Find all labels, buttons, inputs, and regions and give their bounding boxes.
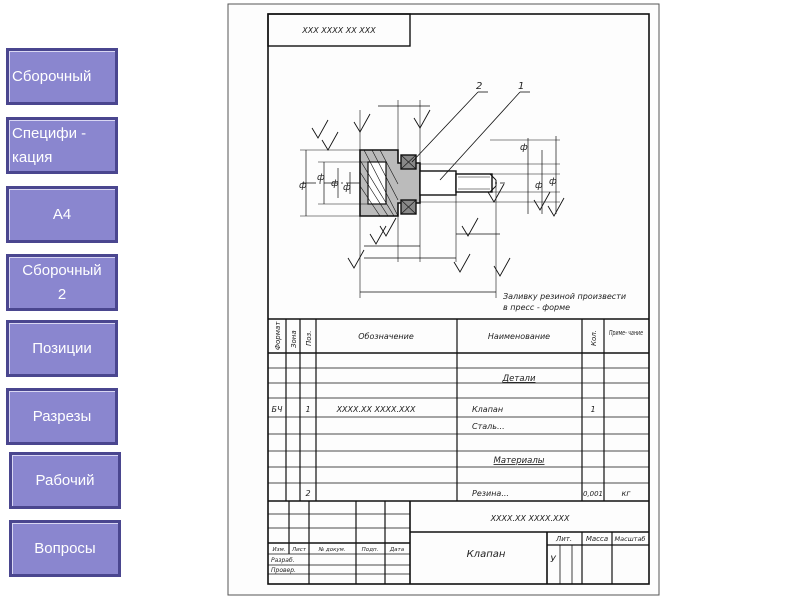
dim-label: ф — [535, 181, 543, 191]
nav-button-label: Сборочный 2 — [22, 262, 102, 303]
stamp-box — [267, 13, 411, 47]
spec-header-designation: Обозначение — [358, 332, 414, 341]
spec-section-details: Детали — [502, 374, 536, 384]
title-block-col-izm: Изм. — [273, 547, 286, 553]
title-block-code: XXXX.XX XXXX.XXX — [490, 514, 570, 523]
spec-header-qty: Кол. — [590, 330, 598, 346]
nav-button-assembly[interactable]: Сборочный — [6, 48, 118, 105]
title-block-mass-header: Масса — [586, 535, 608, 543]
spec-row1-format: БЧ — [272, 405, 283, 414]
callout-1: 1 — [518, 81, 524, 92]
nav-button-label: Разрезы — [32, 407, 92, 425]
dim-label: ф — [331, 179, 339, 189]
spec-row1-designation: XXXX.XX XXXX.XXX — [336, 405, 416, 414]
spec-header-name: Наименование — [488, 332, 550, 341]
nav-button-questions[interactable]: Вопросы — [9, 520, 121, 577]
nav-button-positions[interactable]: Позиции — [6, 320, 118, 377]
title-block-prover: Провер. — [271, 567, 296, 574]
nav-button-label: Позиции — [32, 339, 92, 357]
title-block-name: Клапан — [467, 549, 506, 560]
spec-row2-qty: 0,001 — [583, 490, 603, 498]
spec-row2-pos: 2 — [305, 489, 310, 498]
spec-row1-qty: 1 — [590, 405, 595, 414]
callout-2: 2 — [476, 81, 482, 92]
nav-button-label: Сборочный — [12, 67, 92, 85]
spec-header-zone: Зона — [290, 330, 298, 348]
stamp-code: XXX XXXX XX XXX — [301, 26, 376, 35]
dim-label: ф — [317, 173, 325, 183]
title-block-col-sign: Подп. — [362, 547, 379, 553]
spec-header-format: Формат — [274, 321, 282, 350]
dim-label: ф — [520, 143, 528, 153]
spec-row1-name: Клапан — [472, 405, 503, 414]
title-block-col-list: Лист — [291, 547, 307, 553]
nav-button-specification[interactable]: Специфи - кация — [6, 117, 118, 174]
nav-button-working[interactable]: Рабочий — [9, 452, 121, 509]
spec-header-pos: Поз. — [305, 331, 313, 347]
spec-row2-name: Резина... — [472, 489, 509, 498]
nav-button-label: Вопросы — [34, 539, 96, 557]
nav-button-label: А4 — [52, 205, 72, 223]
sheet-frame — [267, 13, 650, 585]
nav-button-assembly-2[interactable]: Сборочный 2 — [6, 254, 118, 311]
nav-button-label: Рабочий — [35, 471, 95, 489]
spec-row-steel: Сталь... — [472, 422, 505, 431]
title-block-lit-header: Лит. — [555, 535, 572, 543]
title-block-scale-header: Масштаб — [615, 535, 646, 543]
title-block-col-doc: № докум. — [317, 547, 345, 553]
nav-button-sections[interactable]: Разрезы — [6, 388, 118, 445]
spec-row2-note: кг — [621, 489, 631, 498]
title-block-razrab: Разраб. — [271, 557, 295, 564]
drawing-note-line2: в пресс - форме — [503, 303, 570, 312]
spec-table — [268, 318, 649, 584]
nav-button-a4[interactable]: А4 — [6, 186, 118, 243]
assembly-drawing — [300, 91, 565, 298]
drawing-note-line1: Заливку резиной произвести — [503, 292, 626, 301]
title-block-lit-value: У — [550, 555, 556, 565]
nav-button-label: Специфи - кация — [12, 125, 87, 166]
dim-label: ф — [299, 181, 307, 191]
spec-header-note: Приме- чание — [609, 329, 643, 337]
spec-row1-pos: 1 — [305, 405, 310, 414]
dim-label: ф — [343, 183, 351, 193]
title-block-col-date: Дата — [389, 547, 405, 553]
spec-section-materials: Материалы — [494, 456, 545, 466]
dim-label: ф — [549, 177, 557, 187]
